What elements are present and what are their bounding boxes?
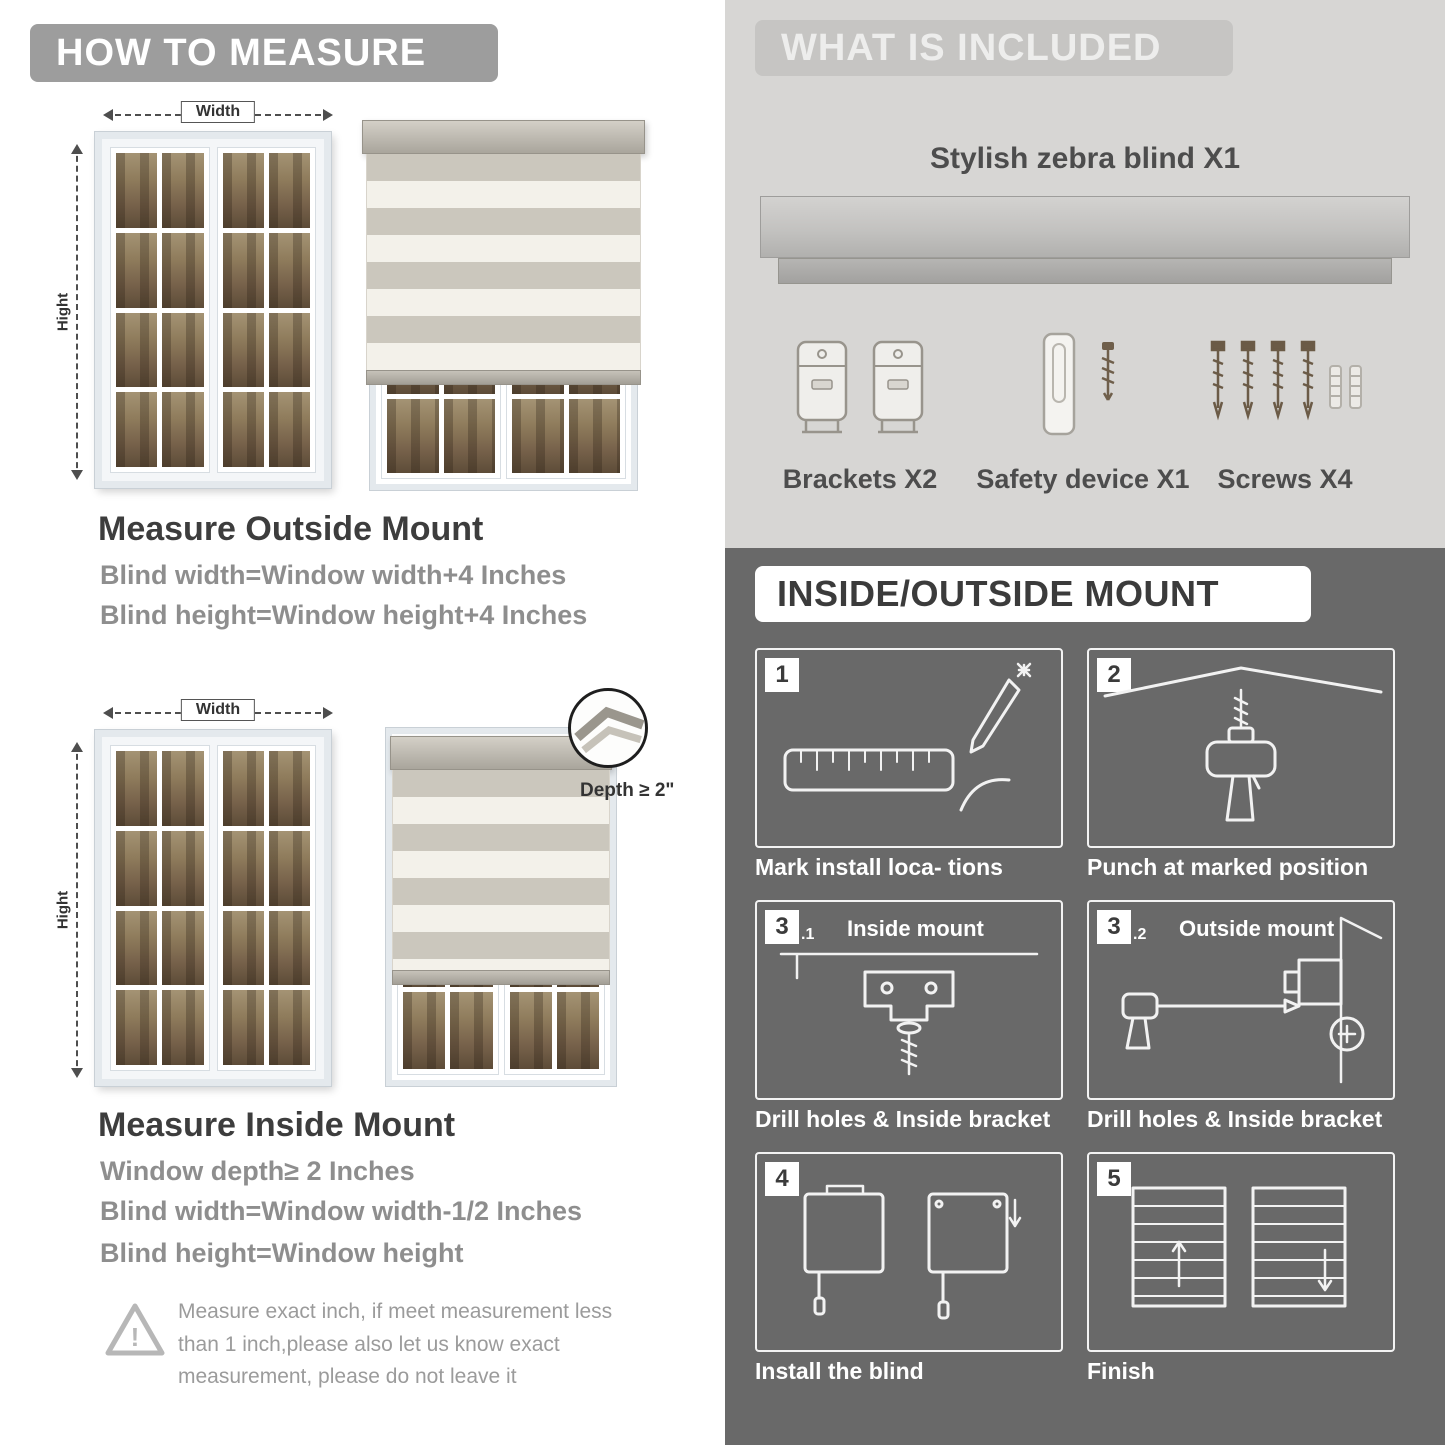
outside-rule-width: Blind width=Window width+4 Inches (100, 560, 567, 590)
window-illustration (94, 131, 332, 489)
step-panel-4: 4 (755, 1152, 1063, 1352)
step-panel-5: 5 (1087, 1152, 1395, 1352)
safety-device-label: Safety device X1 (976, 464, 1190, 494)
step-number: 1 (765, 658, 799, 692)
zebra-stripes (366, 154, 641, 370)
height-label: Hight (54, 890, 72, 930)
step-caption-3-1: Drill holes & Inside bracket (755, 1106, 1051, 1132)
blind-cassette (362, 120, 645, 154)
step-caption-5: Finish (1087, 1358, 1155, 1384)
screws-illustration (1200, 336, 1372, 446)
outside-mount-label: Outside mount (1179, 916, 1335, 941)
width-label: Width (180, 699, 256, 721)
measure-note: Measure exact inch, if meet measurement … (178, 1300, 613, 1389)
step-panel-3-1: 3 .1 Inside mount (755, 900, 1063, 1100)
drill-illustration (1103, 666, 1383, 822)
step-caption-2: Punch at marked position (1087, 854, 1369, 880)
outside-rule-height: Blind height=Window height+4 Inches (100, 600, 588, 630)
window-illustration (94, 729, 332, 1087)
brackets-label: Brackets X2 (782, 464, 938, 494)
step-panel-2: 2 (1087, 648, 1395, 848)
brackets-illustration (790, 336, 930, 440)
mount-header: INSIDE/OUTSIDE MOUNT (755, 566, 1311, 622)
inside-rule-depth: Window depth≥ 2 Inches (100, 1156, 415, 1186)
height-label: Hight (54, 292, 72, 332)
blind-bottom-rail (392, 970, 610, 985)
step-number: 3 (765, 910, 799, 944)
safety-device-illustration (1030, 330, 1140, 442)
inside-mount-label: Inside mount (847, 916, 984, 941)
inside-bracket-illustration (779, 952, 1039, 1076)
step-number: 5 (1097, 1162, 1131, 1196)
inside-mount-blind-illustration (378, 727, 624, 1087)
what-is-included-header: WHAT IS INCLUDED (755, 20, 1233, 76)
warning-exclamation: ! (131, 1322, 140, 1352)
window-corner-detail (574, 706, 645, 754)
step-panel-3-2: 3 .2 Outside mount (1087, 900, 1395, 1100)
window-sash (110, 147, 210, 473)
bracket-icon (796, 340, 848, 434)
window-sash (216, 147, 316, 473)
safety-device-icon (1042, 332, 1115, 436)
outside-mount-blind-illustration (362, 120, 645, 491)
outside-bracket-illustration (1121, 916, 1383, 1084)
width-arrow: Width (103, 699, 333, 721)
step-panel-1: 1 (755, 648, 1063, 848)
blind-headrail-lip (778, 258, 1392, 284)
step-number: 4 (765, 1162, 799, 1196)
width-arrow: Width (103, 101, 333, 123)
step-number: 2 (1097, 658, 1131, 692)
install-blind-illustration (803, 1184, 1022, 1320)
zebra-stripes (392, 770, 610, 970)
step-number-sub: .2 (1133, 926, 1147, 943)
warning-icon: ! (103, 1300, 167, 1365)
height-arrow: Hight (55, 144, 83, 480)
blind-headrail-illustration (760, 196, 1410, 258)
finish-illustration (1131, 1186, 1347, 1308)
how-to-measure-section: HOW TO MEASURE Width Hight Measure Outsi… (0, 0, 710, 1445)
depth-magnifier (568, 688, 648, 768)
inside-mount-title: Measure Inside Mount (98, 1106, 456, 1144)
how-to-measure-header: HOW TO MEASURE (30, 24, 498, 82)
step-caption-1: Mark install loca- tions (755, 854, 1003, 880)
bracket-icon (872, 340, 924, 434)
screws-label: Screws X4 (1217, 464, 1353, 494)
blind-product-label: Stylish zebra blind X1 (929, 142, 1241, 175)
blind-bottom-rail (366, 370, 641, 385)
outside-mount-title: Measure Outside Mount (98, 510, 484, 548)
inside-rule-height: Blind height=Window height (100, 1238, 464, 1268)
mark-location-illustration (783, 662, 1032, 812)
step-caption-3-2: Drill holes & Inside bracket (1087, 1106, 1383, 1132)
step-number: 3 (1097, 910, 1131, 944)
step-caption-4: Install the blind (755, 1358, 924, 1384)
screws-icon (1210, 340, 1362, 421)
inside-rule-width: Blind width=Window width-1/2 Inches (100, 1196, 583, 1226)
depth-label: Depth ≥ 2" (580, 780, 675, 801)
height-arrow: Hight (55, 742, 83, 1078)
step-number-sub: .1 (801, 926, 815, 943)
width-label: Width (180, 101, 256, 123)
